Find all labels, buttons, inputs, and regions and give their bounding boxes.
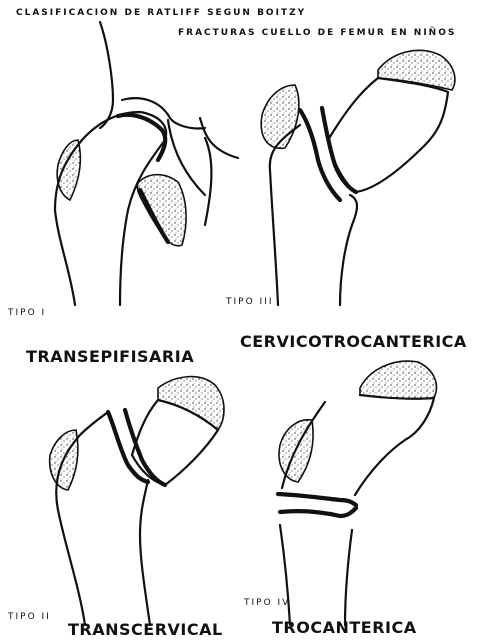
femur-shaft-medial [140,480,150,625]
head-neck-fragment [355,395,434,495]
head-neck-fragment [328,78,448,192]
obturator-outline [205,138,211,225]
panel-tipo-4-drawing [278,361,436,625]
greater-trochanter-epiphysis [261,85,299,148]
figure-subtitle: FRACTURAS CUELLO DE FEMUR EN NIÑOS [178,28,456,38]
panel-tipo-1-drawing [55,22,238,305]
tipo-3-label: TIPO III [226,297,274,307]
figure-title: CLASIFICACION DE RATLIFF SEGUN BOITZY [16,8,306,18]
tipo-4-name: TROCANTERICA [272,618,417,637]
femur-shaft-lateral [280,525,290,625]
acetabulum-outline [100,22,113,128]
tipo-1-name: TRANSEPIFISARIA [26,347,194,366]
greater-trochanter-epiphysis [57,140,80,200]
femur-shaft-medial [345,530,352,625]
panel-tipo-3-drawing [261,50,455,305]
femur-shaft-medial [340,195,357,305]
tipo-2-name: TRANSCERVICAL [68,620,223,639]
trochanteric-fracture-upper [278,494,356,505]
physis-fracture-line [118,115,165,160]
tipo-4-label: TIPO IV [244,598,290,608]
panel-tipo-2-drawing [50,377,224,625]
femur-shaft-lateral [270,125,300,305]
tipo-3-name: CERVICOTROCANTERICA [240,332,467,351]
femoral-head-epiphysis [360,361,436,399]
tipo-1-label: TIPO I [8,308,46,318]
tipo-2-label: TIPO II [8,612,51,622]
trochanteric-fracture-lower [280,508,356,516]
